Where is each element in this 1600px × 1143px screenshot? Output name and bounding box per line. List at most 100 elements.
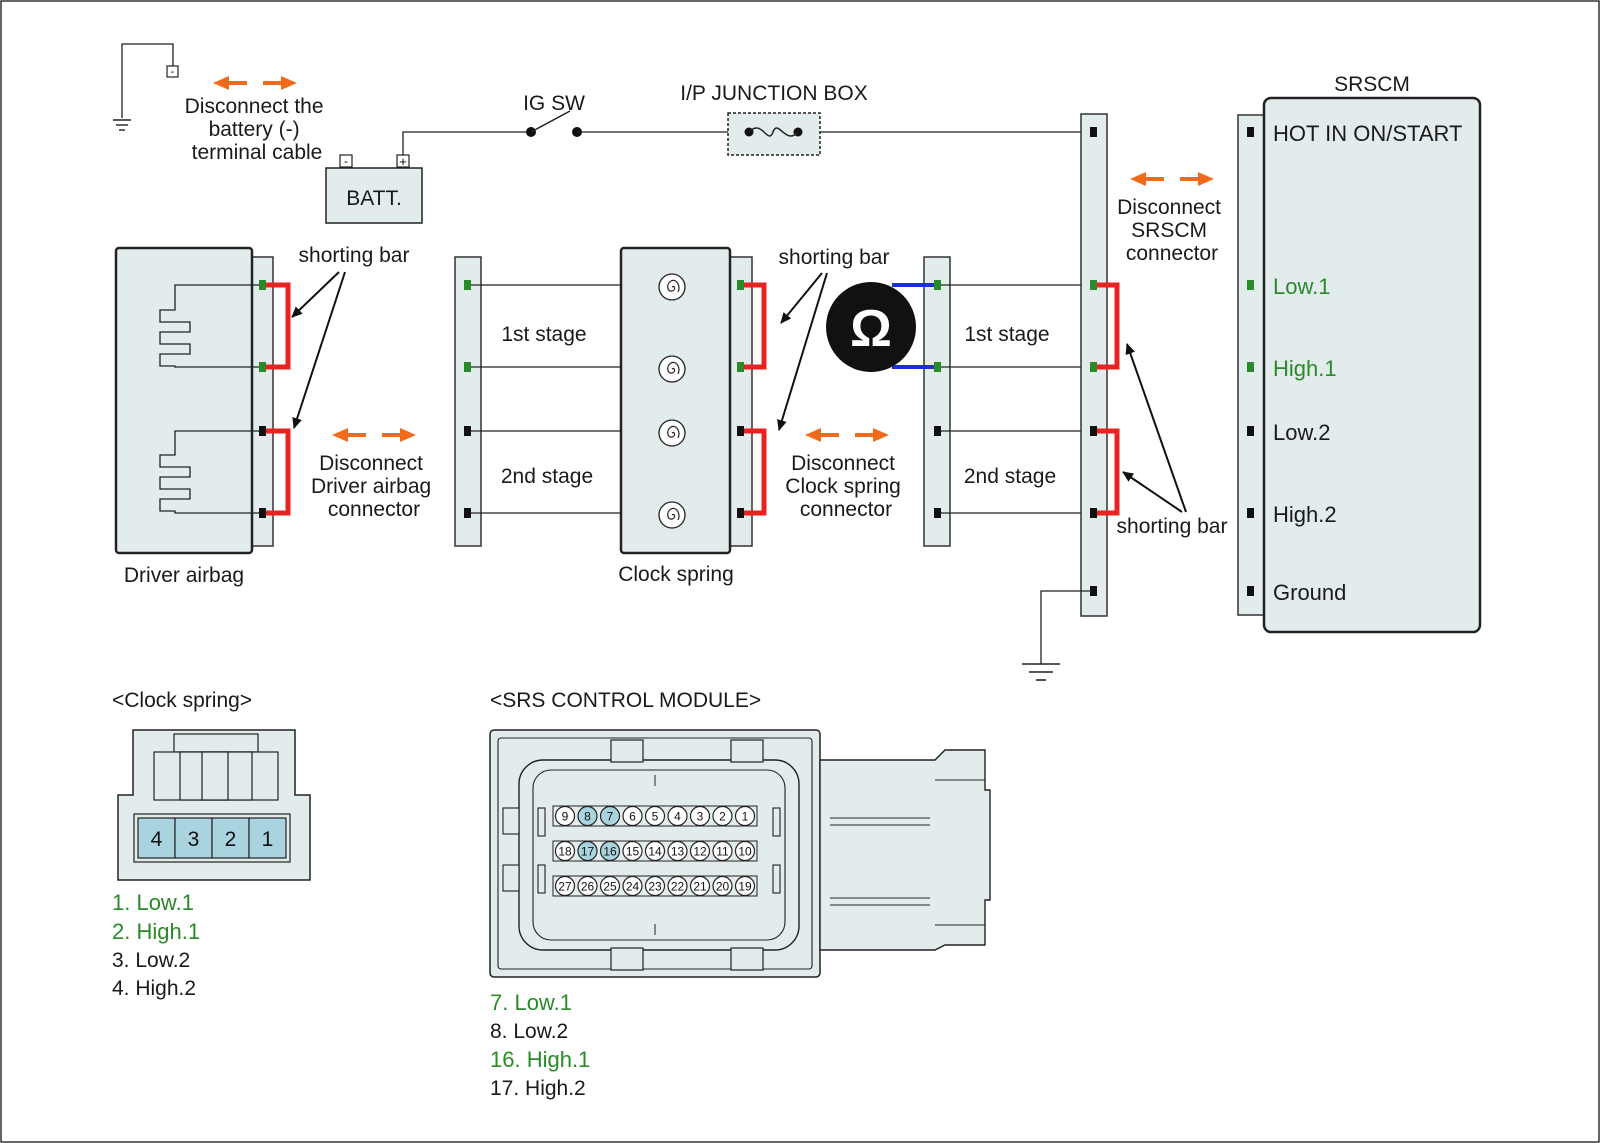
srscm-harness-pin-ground bbox=[1090, 586, 1097, 596]
srscm-terminal-low2: Low.2 bbox=[1273, 420, 1331, 445]
srs-pin-number: 18 bbox=[558, 845, 572, 859]
srscm-terminal-hot: HOT IN ON/START bbox=[1273, 121, 1462, 146]
junction-box-label: I/P JUNCTION BOX bbox=[680, 82, 867, 105]
srs-module-connector-title: <SRS CONTROL MODULE> bbox=[490, 689, 761, 712]
disconnect-airbag-arrow bbox=[332, 428, 416, 442]
harness-wires bbox=[941, 284, 1092, 514]
airbag-pin-1 bbox=[259, 280, 266, 290]
cs-pin-cell bbox=[248, 817, 287, 859]
driver-airbag: Driver airbag bbox=[114, 246, 274, 587]
srs-pin bbox=[712, 875, 733, 897]
pointer-clock-bar-1 bbox=[780, 272, 823, 324]
srs-pin-number: 17 bbox=[581, 845, 595, 859]
srscm-terminal-high2: High.2 bbox=[1273, 502, 1337, 527]
srs-pin-number: 10 bbox=[738, 845, 752, 859]
srs-pin bbox=[622, 805, 643, 827]
airbag-pin-3 bbox=[259, 426, 266, 436]
srs-pin-number: 21 bbox=[693, 880, 707, 894]
airbag-shorting-bar-1 bbox=[266, 282, 291, 370]
ohmmeter-icon: Ω bbox=[826, 282, 916, 372]
srs-pin bbox=[622, 840, 643, 862]
srscm-shorting-bar-2 bbox=[1097, 428, 1120, 516]
stage1-label-right: 1st stage bbox=[964, 323, 1049, 346]
chassis-ground-symbol bbox=[1022, 590, 1092, 681]
clock-spring-connector-title: <Clock spring> bbox=[112, 689, 252, 712]
srs-pin-number: 8 bbox=[584, 810, 591, 824]
clock-spring-shorting-bar-2 bbox=[744, 428, 767, 516]
ig-sw-label: IG SW bbox=[523, 92, 585, 115]
srs-pin-number: 4 bbox=[674, 810, 681, 824]
srs-pin bbox=[667, 875, 688, 897]
srs-pin bbox=[554, 875, 576, 897]
airbag-squib-1-icon bbox=[159, 284, 270, 368]
stage1-label-left: 1st stage bbox=[501, 323, 586, 346]
ignition-switch: IG SW bbox=[523, 92, 585, 137]
clock-spring-coil-icons bbox=[658, 273, 686, 529]
harness-pin-1 bbox=[934, 280, 941, 290]
shorting-bar-label-clock: shorting bar bbox=[779, 246, 890, 269]
shorting-bar-label-srscm: shorting bar bbox=[1117, 515, 1228, 538]
srs-pin-number: 24 bbox=[626, 880, 640, 894]
disconnect-battery-arrow bbox=[213, 76, 297, 90]
battery-label: BATT. bbox=[346, 187, 402, 210]
srscm-terminal-high1: High.1 bbox=[1273, 356, 1337, 381]
srscm-harness-pin-high2 bbox=[1090, 508, 1097, 518]
clock-spring-label: Clock spring bbox=[618, 563, 734, 586]
srscm-pin-low1 bbox=[1247, 280, 1254, 290]
srs-pin bbox=[712, 805, 733, 827]
srs-pin-number: 5 bbox=[652, 810, 659, 824]
clock-spring-legend: 1. Low.1 2. High.1 3. Low.2 4. High.2 bbox=[112, 890, 200, 1000]
srscm-terminal-low1: Low.1 bbox=[1273, 274, 1331, 299]
srs-pin-number: 22 bbox=[671, 880, 685, 894]
srs-pin-number: 7 bbox=[607, 810, 614, 824]
battery-plus-sign: + bbox=[399, 154, 407, 169]
cs-pin-cell bbox=[174, 817, 213, 859]
srscm-pin-low2 bbox=[1247, 426, 1254, 436]
srs-pin bbox=[712, 840, 733, 862]
ohm-symbol: Ω bbox=[850, 300, 892, 358]
srs-pin-number: 27 bbox=[558, 880, 572, 894]
srscm-pin-ground bbox=[1247, 586, 1254, 596]
srscm-pin-high2 bbox=[1247, 508, 1254, 518]
srs-pin bbox=[734, 840, 756, 862]
srs-pin bbox=[689, 805, 711, 827]
harness-pin-2 bbox=[934, 362, 941, 372]
cs-left-pin-1 bbox=[464, 280, 471, 290]
srscm-terminal-list: HOT IN ON/START Low.1 High.1 Low.2 High.… bbox=[1247, 121, 1462, 605]
srs-pin-number: 15 bbox=[626, 845, 640, 859]
cs-legend-3: 3. Low.2 bbox=[112, 949, 190, 972]
srs-pin-number: 6 bbox=[629, 810, 636, 824]
pointer-srscm-bar-2 bbox=[1122, 471, 1183, 513]
harness-pin-4 bbox=[934, 508, 941, 518]
srs-pin-number: 13 bbox=[671, 845, 685, 859]
srs-pin-number: 16 bbox=[603, 845, 617, 859]
cs-pin-number: 3 bbox=[188, 828, 200, 851]
srscm-pin-high1 bbox=[1247, 362, 1254, 372]
srscm-title: SRSCM bbox=[1334, 73, 1410, 96]
cs-right-pin-2 bbox=[737, 362, 744, 372]
clock-spring-body: Clock spring bbox=[618, 246, 753, 586]
srs-pin-number: 19 bbox=[738, 880, 752, 894]
driver-airbag-label: Driver airbag bbox=[124, 564, 244, 587]
cs-right-pin-3 bbox=[737, 426, 744, 436]
pointer-srscm-bar-1 bbox=[1125, 343, 1187, 513]
battery-minus-sign: - bbox=[344, 154, 348, 168]
srs-pin-number: 25 bbox=[603, 880, 617, 894]
srs-pin bbox=[667, 840, 688, 862]
srs-pin-number: 14 bbox=[648, 845, 662, 859]
srs-legend-8: 8. Low.2 bbox=[490, 1020, 568, 1043]
disconnect-airbag-label: Disconnect Driver airbag connector bbox=[311, 452, 437, 521]
pointer-airbag-bar-2 bbox=[292, 271, 346, 429]
junction-box: I/P JUNCTION BOX bbox=[680, 82, 868, 156]
srs-pin-number: 3 bbox=[697, 810, 704, 824]
srs-legend-16: 16. High.1 bbox=[490, 1047, 590, 1072]
srs-pin bbox=[554, 805, 576, 827]
srs-pin bbox=[689, 840, 711, 862]
srs-pin bbox=[644, 875, 666, 897]
cs-legend-2: 2. High.1 bbox=[112, 919, 200, 944]
disconnect-srscm-arrow bbox=[1130, 172, 1214, 186]
srs-pin bbox=[667, 805, 688, 827]
